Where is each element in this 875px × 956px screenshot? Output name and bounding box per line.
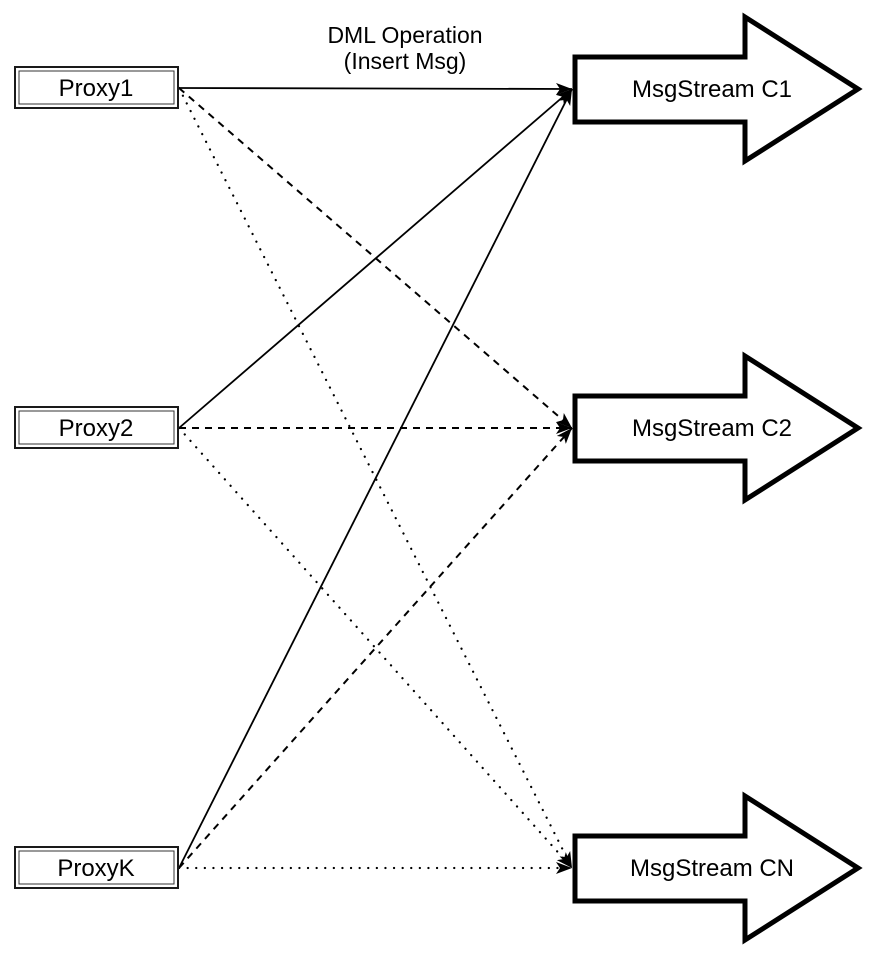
proxy2-box-inner-border bbox=[18, 410, 175, 445]
proxyk-label: ProxyK bbox=[57, 855, 134, 882]
msgstream-c2-label: MsgStream C2 bbox=[632, 415, 792, 442]
proxy2-label: Proxy2 bbox=[59, 415, 134, 442]
proxyk-box-inner-border bbox=[18, 850, 175, 885]
edge-proxy2-to-cn bbox=[177, 426, 574, 870]
msgstream-c2-arrow-shape bbox=[572, 351, 863, 505]
edge-proxy1-to-cn bbox=[177, 86, 574, 870]
msgstream-cn-arrow-shape bbox=[572, 791, 863, 945]
msgstream-c1-arrow-shape bbox=[572, 12, 863, 166]
edge-proxyk-to-c2 bbox=[178, 427, 573, 869]
proxy2-box bbox=[14, 406, 179, 449]
edge-proxyk-to-c1 bbox=[178, 88, 573, 869]
edge-proxy1-to-c1 bbox=[178, 82, 573, 95]
edge-proxy1-to-c2 bbox=[178, 87, 573, 429]
dml-operation-label-line1: DML Operation bbox=[327, 22, 482, 48]
node-proxy1: Proxy1 bbox=[14, 66, 179, 109]
node-msgstream-cn: MsgStream CN bbox=[572, 791, 863, 945]
proxy1-label: Proxy1 bbox=[59, 75, 134, 102]
proxy1-box bbox=[14, 66, 179, 109]
proxy1-box-inner-border bbox=[18, 70, 175, 105]
edges-layer bbox=[177, 82, 574, 874]
node-msgstream-c1: MsgStream C1 bbox=[572, 12, 863, 166]
node-proxyk: ProxyK bbox=[14, 846, 179, 889]
node-msgstream-c2: MsgStream C2 bbox=[572, 351, 863, 505]
msgstream-c1-label: MsgStream C1 bbox=[632, 76, 792, 103]
proxyk-box bbox=[14, 846, 179, 889]
dml-operation-label-line2: (Insert Msg) bbox=[344, 48, 467, 74]
msgstream-cn-label: MsgStream CN bbox=[630, 855, 794, 882]
node-proxy2: Proxy2 bbox=[14, 406, 179, 449]
